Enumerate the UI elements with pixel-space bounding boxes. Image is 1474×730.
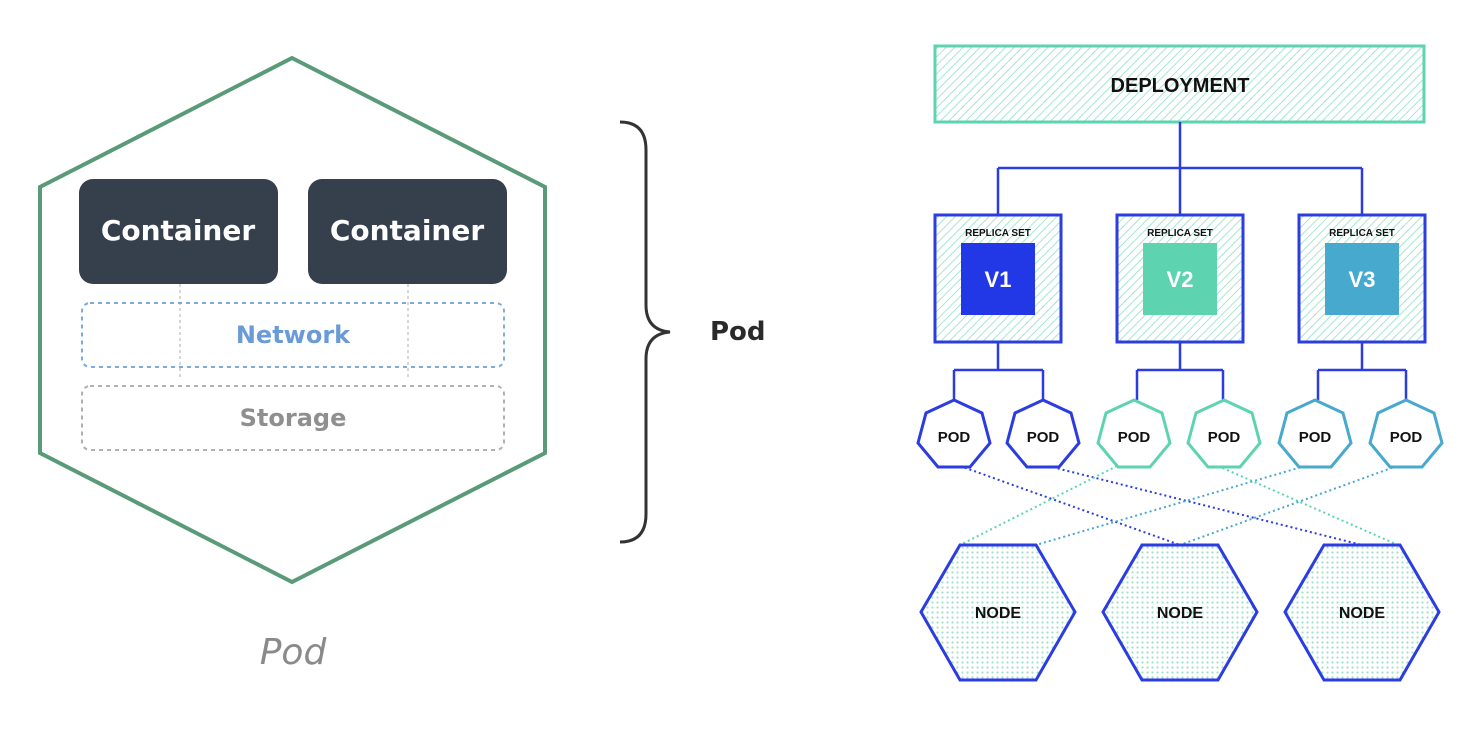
version-label: V2 bbox=[1167, 267, 1194, 292]
storage-label: Storage bbox=[240, 404, 347, 432]
pod-heptagon: POD bbox=[916, 398, 992, 469]
node-hexagon: NODE bbox=[1283, 543, 1441, 682]
node-hexagon: NODE bbox=[1101, 543, 1259, 682]
container-label: Container bbox=[101, 214, 256, 247]
pod-label: POD bbox=[1118, 429, 1151, 446]
pod-illustration: Container Container Network Storage Pod bbox=[38, 55, 547, 673]
pod-heptagon: POD bbox=[1186, 398, 1262, 469]
version-label: V1 bbox=[985, 267, 1012, 292]
pod-heptagon: POD bbox=[1368, 398, 1444, 469]
replica-set-v2: REPLICA SET V2 bbox=[1115, 213, 1245, 344]
network-label: Network bbox=[236, 321, 351, 349]
pod-label: POD bbox=[1390, 429, 1423, 446]
deployment-connectors bbox=[952, 122, 1408, 400]
container-box: Container bbox=[308, 179, 507, 284]
container-box: Container bbox=[79, 179, 278, 284]
pod-heptagon: POD bbox=[1277, 398, 1353, 469]
pod-label: POD bbox=[938, 429, 971, 446]
replica-set-caption: REPLICA SET bbox=[965, 228, 1031, 239]
version-label: V3 bbox=[1349, 267, 1376, 292]
pod-heptagon: POD bbox=[1096, 398, 1172, 469]
brace-label: Pod bbox=[710, 317, 766, 347]
node-hexagon: NODE bbox=[919, 543, 1077, 682]
pod-label: POD bbox=[1208, 429, 1241, 446]
node-label: NODE bbox=[1339, 605, 1386, 622]
deployment-diagram: DEPLOYMENT REPLICA SET bbox=[916, 44, 1444, 682]
container-label: Container bbox=[330, 214, 485, 247]
network-layer: Network bbox=[81, 302, 505, 368]
node-label: NODE bbox=[1157, 605, 1204, 622]
replica-set-v1: REPLICA SET V1 bbox=[933, 213, 1063, 344]
pod-label: POD bbox=[1027, 429, 1060, 446]
pod-hexagon bbox=[38, 55, 547, 585]
node-label: NODE bbox=[975, 605, 1022, 622]
curly-brace bbox=[619, 120, 671, 544]
replica-set-caption: REPLICA SET bbox=[1329, 228, 1395, 239]
pod-heptagon: POD bbox=[1005, 398, 1081, 469]
deployment-box: DEPLOYMENT bbox=[933, 44, 1426, 124]
storage-layer: Storage bbox=[81, 385, 505, 451]
replica-set-v3: REPLICA SET V3 bbox=[1297, 213, 1427, 344]
pod-caption: Pod bbox=[260, 632, 328, 673]
replica-set-caption: REPLICA SET bbox=[1147, 228, 1213, 239]
deployment-label: DEPLOYMENT bbox=[1111, 75, 1250, 97]
pod-label: POD bbox=[1299, 429, 1332, 446]
pod-node-links bbox=[959, 465, 1399, 546]
